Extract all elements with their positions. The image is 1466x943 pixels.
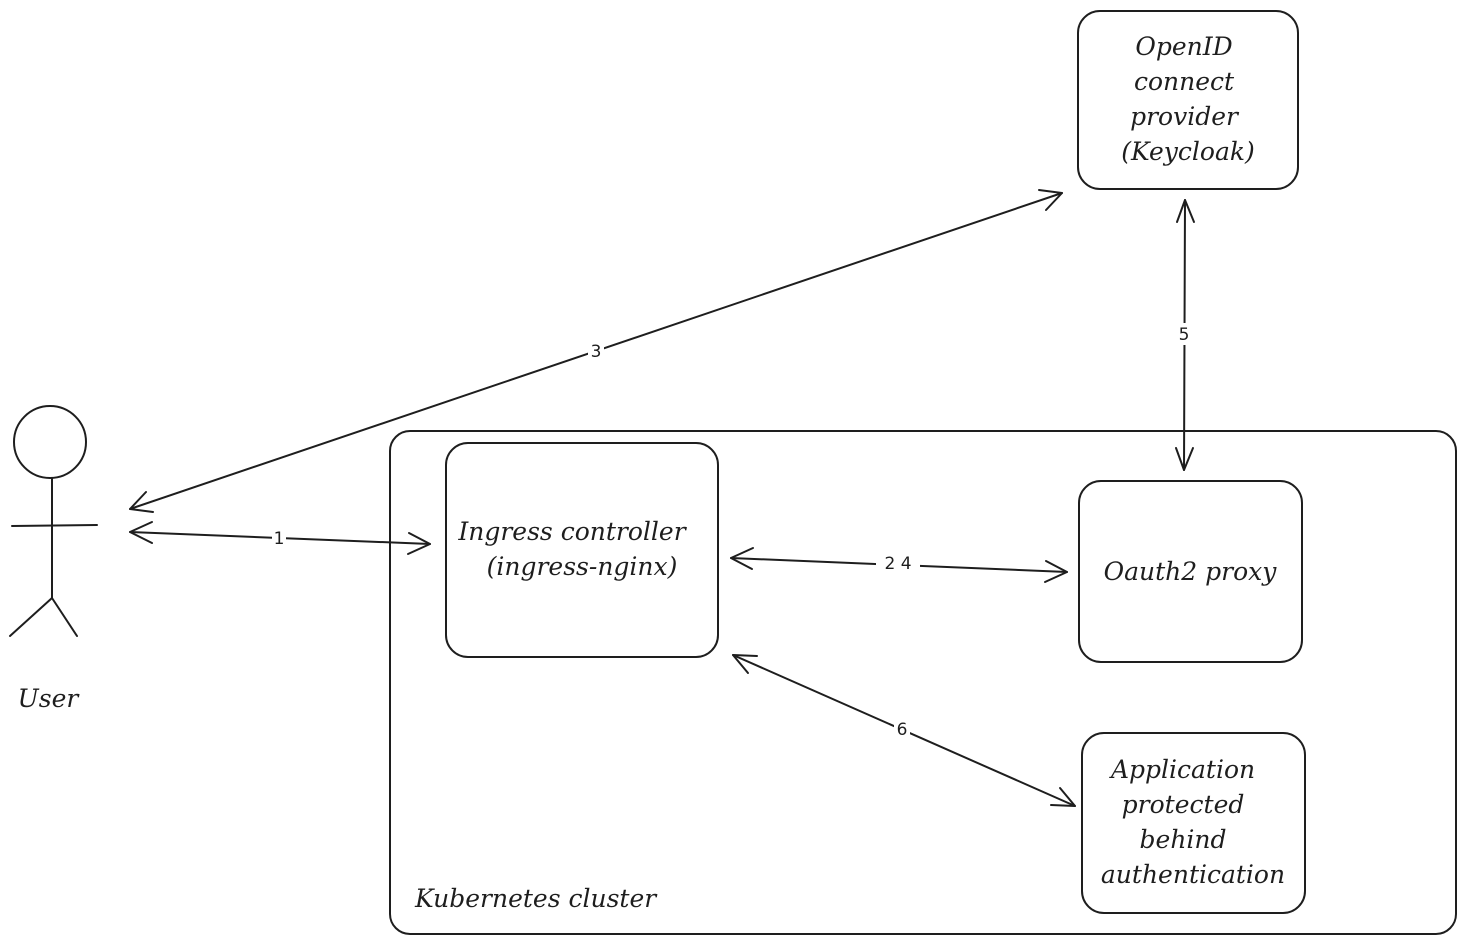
arrowhead-right [1044, 560, 1068, 583]
edge-label-bg [1175, 323, 1193, 345]
application-box[interactable] [1081, 732, 1306, 914]
edge-label: 2 4 [884, 554, 911, 574]
edge-label: 6 [897, 720, 908, 740]
arrowhead-right [1038, 189, 1063, 211]
edge-label: 1 [274, 529, 285, 549]
edge-user-ingress[interactable]: 1 [129, 521, 431, 555]
oidc-provider-box[interactable] [1077, 10, 1299, 190]
arrowhead-right [1050, 787, 1076, 807]
oauth2-proxy-label: Oauth2 proxy [1104, 557, 1278, 586]
kubernetes-cluster-label: Kubernetes cluster [414, 884, 658, 913]
edge-label: 5 [1179, 325, 1190, 345]
arrowhead-bottom [1175, 447, 1194, 471]
edge-oidc-oauth2[interactable]: 5 [1175, 199, 1195, 471]
arrowhead-top [1176, 199, 1195, 223]
edge-user-oidc[interactable]: 3 [129, 189, 1063, 513]
user-arms [11, 524, 98, 527]
arrowhead-left [730, 547, 754, 570]
edge-label-bg [894, 719, 910, 739]
user-actor[interactable] [9, 405, 98, 637]
arrowhead-left [129, 521, 153, 544]
arrowhead-left [732, 654, 758, 674]
application-label: Application protected behind authenticat… [1101, 755, 1285, 889]
arrowhead-right [407, 532, 431, 555]
user-right-leg [51, 597, 78, 637]
ingress-controller-label: Ingress controller (ingress-nginx) [457, 517, 693, 581]
edge-label-bg [272, 528, 286, 546]
user-label: User [18, 684, 81, 713]
user-left-leg [9, 597, 53, 637]
arrowhead-left [129, 491, 154, 513]
edge-label-bg [876, 553, 920, 573]
edge-label: 3 [591, 342, 602, 362]
oauth2-proxy-box[interactable] [1078, 480, 1303, 663]
oidc-provider-label: OpenID connect provider (Keycloak) [1121, 32, 1255, 166]
edge-ingress-oauth2[interactable]: 2 4 [730, 547, 1068, 583]
user-head [13, 405, 87, 479]
ingress-controller-box[interactable] [445, 442, 719, 658]
edge-ingress-app[interactable]: 6 [732, 654, 1076, 807]
edge-label-bg [588, 341, 604, 361]
